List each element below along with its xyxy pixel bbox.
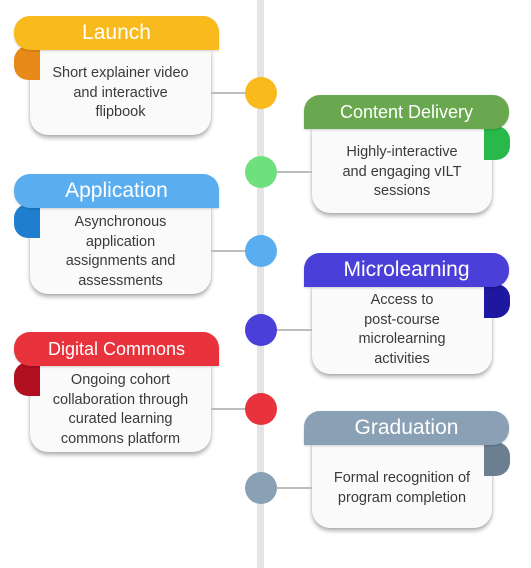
application-card: Asynchronous application assignments and… — [30, 206, 211, 294]
launch-description: Short explainer video and interactive fl… — [52, 65, 189, 120]
microlearning-description: Access to post-course microlearning acti… — [358, 292, 446, 367]
digital-commons-connector — [211, 408, 247, 410]
content-delivery-card: Highly-interactive and engaging vILT ses… — [312, 127, 492, 213]
timeline-spine — [257, 0, 264, 568]
timeline-dot-application — [245, 235, 277, 267]
application-description: Asynchronous application assignments and… — [65, 214, 176, 289]
content-delivery-description: Highly-interactive and engaging vILT ses… — [342, 144, 462, 199]
microlearning-title: Microlearning — [343, 258, 470, 281]
graduation-banner-fold — [484, 442, 510, 476]
launch-banner: Launch — [14, 16, 219, 50]
application-title: Application — [65, 179, 168, 202]
timeline-dot-graduation — [245, 472, 277, 504]
timeline-dot-microlearning — [245, 314, 277, 346]
launch-title: Launch — [82, 21, 151, 44]
graduation-card: Formal recognition of program completion — [312, 442, 492, 528]
application-banner-fold — [14, 204, 40, 238]
launch-connector — [211, 92, 247, 94]
content-delivery-connector — [276, 171, 312, 173]
graduation-description: Formal recognition of program completion — [333, 470, 471, 506]
timeline-dot-launch — [245, 77, 277, 109]
timeline-dot-content-delivery — [245, 156, 277, 188]
graduation-title: Graduation — [354, 416, 459, 439]
digital-commons-card: Ongoing cohort collaboration through cur… — [30, 364, 211, 452]
launch-card: Short explainer video and interactive fl… — [30, 50, 211, 135]
digital-commons-banner: Digital Commons — [14, 332, 219, 366]
content-delivery-banner-fold — [484, 126, 510, 160]
digital-commons-title: Digital Commons — [47, 339, 186, 359]
graduation-connector — [276, 487, 312, 489]
content-delivery-banner: Content Delivery — [304, 95, 509, 129]
timeline-dot-digital-commons — [245, 393, 277, 425]
microlearning-connector — [276, 329, 312, 331]
digital-commons-description: Ongoing cohort collaboration through cur… — [52, 372, 189, 447]
microlearning-banner: Microlearning — [304, 253, 509, 287]
application-connector — [211, 250, 247, 252]
digital-commons-banner-fold — [14, 362, 40, 396]
microlearning-banner-fold — [484, 284, 510, 318]
microlearning-card: Access to post-course microlearning acti… — [312, 285, 492, 374]
content-delivery-title: Content Delivery — [339, 102, 474, 122]
graduation-banner: Graduation — [304, 411, 509, 445]
launch-banner-fold — [14, 46, 40, 80]
application-banner: Application — [14, 174, 219, 208]
